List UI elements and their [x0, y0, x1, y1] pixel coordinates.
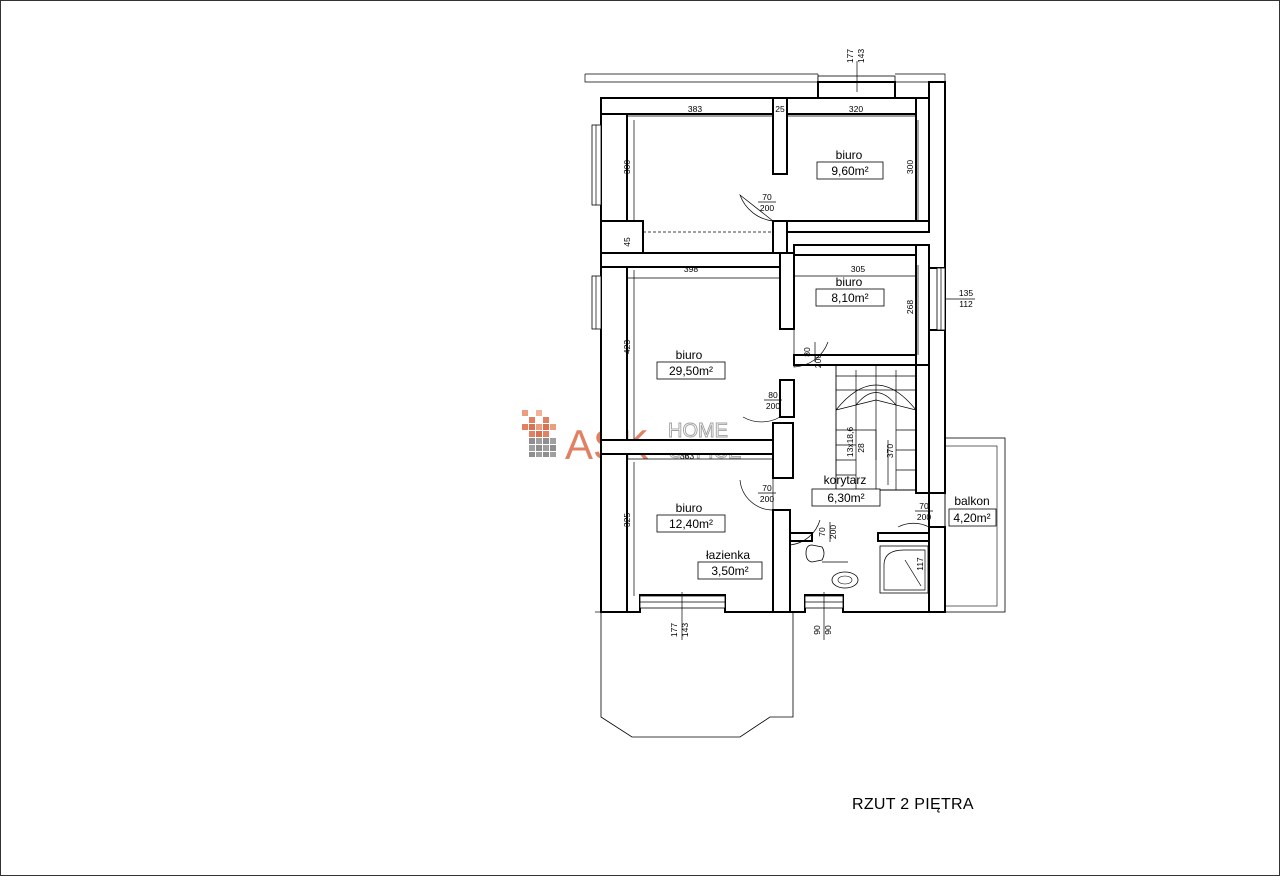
dim-big-office-height: 423 — [622, 340, 632, 354]
bay-outline — [600, 612, 794, 738]
room-name: balkon — [954, 494, 989, 508]
door-2-width: 80 — [802, 347, 812, 357]
dim-window-bottom-a: 177 — [669, 623, 679, 637]
dim-window-right-a: 135 — [959, 288, 973, 298]
door-5-width: 70 — [817, 527, 827, 537]
room-name: łazienka — [706, 548, 750, 562]
dim-window-top-a: 177 — [845, 49, 855, 63]
door-4-width: 70 — [762, 483, 772, 493]
toilet-icon — [805, 544, 825, 563]
door-3-height: 200 — [766, 401, 780, 411]
room-area: 9,60m² — [831, 164, 868, 178]
dim-window-top-b: 143 — [856, 49, 866, 63]
plan-title: RZUT 2 PIĘTRA — [852, 796, 974, 813]
dim-office2-width: 305 — [851, 264, 865, 274]
room-name: biuro — [676, 348, 703, 362]
door-5-height: 200 — [828, 525, 838, 539]
dim-top-room-width: 383 — [688, 104, 702, 114]
door-2 — [793, 329, 829, 368]
dim-bath-width: 117 — [915, 557, 925, 571]
dim-stair-run: 370 — [885, 444, 895, 458]
dim-big-office-width: 398 — [684, 264, 698, 274]
dim-office4-height: 325 — [622, 513, 632, 527]
room-office-8-10: biuro 8,10m² — [815, 275, 885, 307]
room-name: biuro — [676, 501, 703, 515]
room-area: 8,10m² — [831, 291, 868, 305]
room-area: 12,40m² — [669, 517, 713, 531]
watermark-line1: HOME — [668, 420, 728, 442]
dim-office1-height: 300 — [905, 160, 915, 174]
window-left-mid — [591, 275, 602, 330]
room-office-9-60: biuro 9,60m² — [816, 148, 884, 180]
walls — [584, 73, 946, 613]
dim-wall-gap: 45 — [622, 237, 632, 247]
dimension-lines — [627, 61, 975, 640]
door-labels: 70 200 80 200 80 200 70 200 70 200 70 20… — [758, 192, 933, 542]
dim-window-bath-b: 90 — [823, 625, 833, 635]
room-name: biuro — [836, 275, 863, 289]
dim-window-bath-a: 90 — [812, 625, 822, 635]
room-office-29-50: biuro 29,50m² — [656, 348, 726, 380]
room-balcony: balkon 4,20m² — [948, 494, 997, 527]
dim-stair-steps: 13x18,6 — [845, 427, 855, 458]
dim-window-right-b: 112 — [959, 299, 973, 309]
dim-office1-width: 320 — [849, 104, 863, 114]
door-6-height: 200 — [917, 512, 931, 522]
room-name: biuro — [836, 148, 863, 162]
door-5 — [789, 510, 821, 546]
door-3 — [742, 380, 781, 423]
room-office-12-40: biuro 12,40m² — [656, 501, 726, 533]
dim-office2-height: 268 — [905, 300, 915, 314]
room-area: 3,50m² — [711, 564, 748, 578]
door-6 — [897, 493, 930, 528]
window-top — [817, 75, 896, 99]
doors — [739, 193, 930, 546]
watermark-house-icon — [522, 410, 556, 457]
room-area: 6,30m² — [827, 491, 864, 505]
sink-icon — [831, 571, 859, 589]
room-area: 29,50m² — [669, 364, 713, 378]
room-name: korytarz — [824, 473, 867, 487]
room-corridor: korytarz 6,30m² — [811, 473, 881, 507]
door-1-width: 70 — [762, 192, 772, 202]
room-area: 4,20m² — [953, 511, 990, 525]
door-1 — [739, 193, 774, 222]
dim-mid-width: 363 — [680, 451, 694, 461]
door-4 — [739, 478, 774, 511]
room-bathroom: łazienka 3,50m² — [697, 548, 763, 580]
window-left-top — [591, 124, 602, 206]
dim-top-room-height: 300 — [622, 160, 632, 174]
dim-window-bottom-b: 143 — [680, 623, 690, 637]
door-1-height: 200 — [760, 203, 774, 213]
shower-icon — [879, 545, 929, 594]
bathroom-fixtures — [805, 544, 929, 594]
roof-line-top-left — [584, 74, 819, 83]
door-6-width: 70 — [919, 501, 929, 511]
dim-stair-tread: 28 — [856, 443, 866, 453]
door-2-height: 200 — [813, 354, 823, 368]
dim-small-gap: 25 — [775, 104, 785, 114]
roof-line-top-right — [895, 73, 946, 83]
door-4-height: 200 — [760, 494, 774, 504]
door-3-width: 80 — [768, 390, 778, 400]
